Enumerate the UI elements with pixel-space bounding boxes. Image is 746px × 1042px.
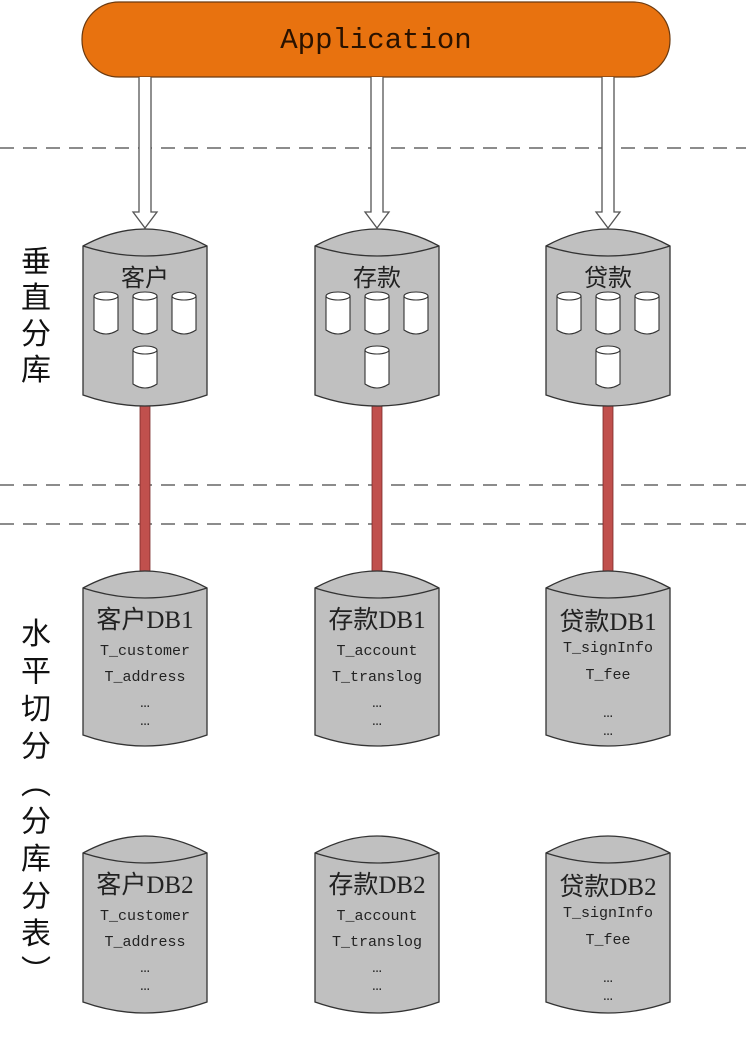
ellipsis-text: … (140, 959, 150, 977)
table-cylinder-icon (595, 345, 621, 389)
side-label-paren: ︶ (21, 955, 51, 990)
table-name: T_account (336, 908, 417, 925)
arrows-layer (131, 77, 622, 230)
table-cylinder-icon (132, 345, 158, 389)
side-label-char: 分 (21, 730, 51, 765)
ellipsis-text: … (372, 694, 382, 712)
shard-databases: 客户DB1T_customerT_address……存款DB1T_account… (82, 570, 671, 1014)
side-label-char: 水 (21, 617, 51, 652)
ellipsis-text: … (603, 969, 613, 987)
shard-db-name: 贷款DB1 (559, 608, 656, 636)
table-cylinder-icon (364, 345, 390, 389)
table-name: T_translog (332, 934, 422, 951)
ellipsis-text: … (140, 694, 150, 712)
table-cylinder-icon (595, 291, 621, 335)
ellipsis-text: … (372, 959, 382, 977)
table-name: T_fee (585, 667, 630, 684)
ellipsis-text: … (140, 712, 150, 730)
side-label-char: 表 (21, 917, 51, 952)
table-name: T_address (104, 934, 185, 951)
down-arrow-icon (594, 77, 622, 230)
connectors-layer (139, 399, 614, 577)
table-cylinder-icon (171, 291, 197, 335)
ellipsis-text: … (140, 977, 150, 995)
side-label-char: 分 (21, 317, 51, 352)
side-label-char: 分 (21, 880, 51, 915)
side-label-char: 库 (21, 842, 51, 877)
ellipsis-text: … (603, 704, 613, 722)
vertical-db-1: 客户 (82, 228, 208, 407)
side-label-char: 分 (21, 805, 51, 840)
shard-db-name: 客户DB2 (96, 871, 193, 899)
table-cylinder-icon (132, 291, 158, 335)
table-name: T_customer (100, 908, 190, 925)
vertical-db-label: 贷款 (584, 265, 632, 292)
table-name: T_fee (585, 932, 630, 949)
table-name: T_customer (100, 643, 190, 660)
table-name: T_address (104, 669, 185, 686)
table-name: T_account (336, 643, 417, 660)
shard-db-name: 存款DB2 (328, 871, 425, 899)
table-cylinder-icon (403, 291, 429, 335)
shard-db-name: 贷款DB2 (559, 873, 656, 901)
side-label-char: 库 (21, 353, 51, 388)
side-label-char: 切 (21, 692, 51, 727)
table-name: T_translog (332, 669, 422, 686)
side-label-paren: ︵ (21, 767, 51, 802)
shard-connector (602, 399, 614, 577)
application-node: Application (81, 1, 671, 78)
vertical-db-label: 客户 (121, 265, 169, 292)
table-cylinder-icon (364, 291, 390, 335)
shard-db-name: 客户DB1 (96, 606, 193, 634)
ellipsis-text: … (603, 722, 613, 740)
shard-connector (371, 399, 383, 577)
table-cylinder-icon (325, 291, 351, 335)
ellipsis-text: … (372, 977, 382, 995)
down-arrow-icon (131, 77, 159, 230)
application-label: Application (280, 24, 471, 57)
shard-connector (139, 399, 151, 577)
vertical-db-2: 存款 (314, 228, 440, 407)
table-cylinder-icon (556, 291, 582, 335)
shard-db-name: 存款DB1 (328, 606, 425, 634)
table-name: T_signInfo (563, 640, 653, 657)
table-name: T_signInfo (563, 905, 653, 922)
side-label-char: 平 (21, 655, 51, 690)
vertical-db-label: 存款 (353, 265, 401, 292)
ellipsis-text: … (372, 712, 382, 730)
table-cylinder-icon (93, 291, 119, 335)
ellipsis-text: … (603, 987, 613, 1005)
vertical-db-3: 贷款 (545, 228, 671, 407)
side-label-char: 直 (21, 281, 51, 316)
side-label-char: 垂 (21, 245, 51, 280)
down-arrow-icon (363, 77, 391, 230)
table-cylinder-icon (634, 291, 660, 335)
vertical-databases: 客户 存款 贷款 (82, 228, 671, 407)
